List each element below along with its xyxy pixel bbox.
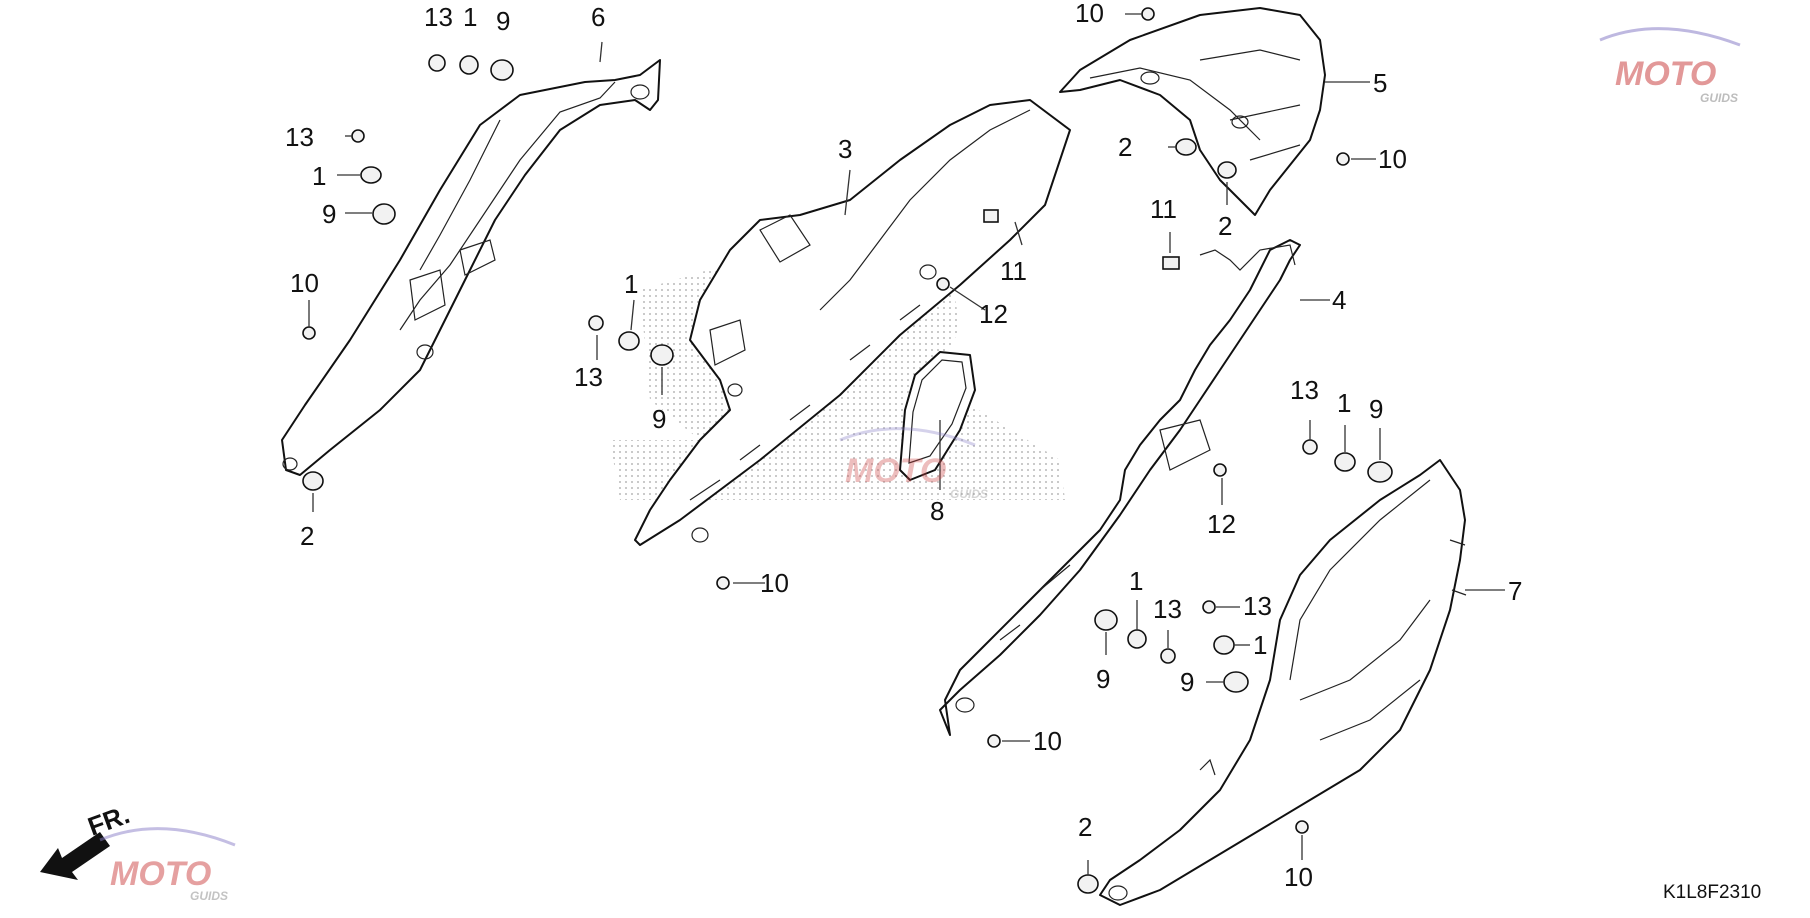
- callout-12: 12: [979, 299, 1008, 329]
- callout-10: 10: [1284, 862, 1313, 892]
- bolt-13f-icon: [1202, 600, 1216, 614]
- callout-11: 11: [1000, 256, 1027, 286]
- callout-2: 2: [1218, 211, 1232, 241]
- grommet-9a-icon: [490, 59, 514, 81]
- part-3-center-cover[interactable]: [634, 99, 1071, 546]
- callout-4: 4: [1332, 285, 1346, 315]
- screw-10b-icon: [716, 576, 730, 590]
- callout-7: 7: [1508, 576, 1522, 606]
- callout-9: 9: [652, 404, 666, 434]
- callout-13: 13: [1153, 594, 1182, 624]
- grommet-9c-icon: [650, 344, 674, 366]
- collar-1b-icon: [360, 166, 382, 184]
- callout-13: 13: [1243, 591, 1272, 621]
- part-8-seal[interactable]: [899, 351, 976, 481]
- callout-1: 1: [1337, 388, 1351, 418]
- screw-10a-icon: [302, 326, 316, 340]
- collar-1f-icon: [1213, 635, 1235, 655]
- callout-10: 10: [760, 568, 789, 598]
- callout-1: 1: [1253, 630, 1267, 660]
- callout-10: 10: [1033, 726, 1062, 756]
- svg-text:MOTO: MOTO: [110, 855, 211, 893]
- svg-text:MOTO: MOTO: [1615, 55, 1716, 93]
- svg-text:GUIDS: GUIDS: [1700, 91, 1738, 105]
- clip-2d-icon: [1077, 874, 1099, 894]
- callout-1: 1: [1129, 566, 1143, 596]
- callout-13: 13: [574, 362, 603, 392]
- grommet-9f-icon: [1223, 671, 1249, 693]
- watermark-bottom-left: MOTO GUIDS: [99, 827, 236, 903]
- part-4-right-inner-cover[interactable]: [939, 239, 1301, 736]
- clip-2b-icon: [1175, 138, 1197, 156]
- clip-2a-icon: [302, 471, 324, 491]
- callout-2: 2: [1078, 812, 1092, 842]
- nut-11b-icon: [1162, 256, 1180, 270]
- watermark-top-right: MOTO GUIDS: [1599, 27, 1741, 105]
- screw-10f-icon: [1295, 820, 1309, 834]
- callout-10: 10: [1075, 0, 1104, 28]
- collar-1c-icon: [618, 331, 640, 351]
- screw-10e-icon: [987, 734, 1001, 748]
- callout-2: 2: [300, 521, 314, 551]
- collar-1a-icon: [459, 55, 479, 75]
- grommet-9e-icon: [1094, 609, 1118, 631]
- callout-10: 10: [290, 268, 319, 298]
- screw-10c-icon: [1141, 7, 1155, 21]
- part-5-rear-upper-cover[interactable]: [1059, 7, 1326, 216]
- callout-3: 3: [838, 134, 852, 164]
- leader-lines: [308, 13, 1505, 875]
- screw-12a-icon: [936, 277, 950, 291]
- svg-text:GUIDS: GUIDS: [190, 889, 228, 903]
- front-arrow-icon: [40, 832, 110, 880]
- watermark-center: MOTO GUIDS: [839, 427, 988, 501]
- part-7-right-side-cover[interactable]: [1099, 459, 1467, 906]
- collar-1d-icon: [1334, 452, 1356, 472]
- nut-11a-icon: [983, 209, 999, 223]
- callout-labels: 13 1 9 6 13 1 9 10 2 3 1 13 9 12 11 8 10…: [285, 0, 1522, 892]
- part-6-left-side-cover[interactable]: [281, 59, 661, 476]
- callout-10: 10: [1378, 144, 1407, 174]
- grommet-9d-icon: [1367, 461, 1393, 483]
- svg-text:GUIDS: GUIDS: [950, 487, 988, 501]
- callout-12: 12: [1207, 509, 1236, 539]
- bolt-13e-icon: [1160, 648, 1176, 664]
- callout-5: 5: [1373, 68, 1387, 98]
- callout-8: 8: [930, 496, 944, 526]
- bolt-13b-icon: [351, 129, 365, 143]
- callout-1: 1: [463, 2, 477, 32]
- svg-text:MOTO: MOTO: [845, 452, 946, 490]
- callout-9: 9: [496, 6, 510, 36]
- bolt-13d-icon: [1302, 439, 1318, 455]
- callout-13: 13: [285, 122, 314, 152]
- collar-1e-icon: [1127, 629, 1147, 649]
- screw-12b-icon: [1213, 463, 1227, 477]
- callout-11: 11: [1150, 194, 1177, 224]
- callout-1: 1: [624, 269, 638, 299]
- screw-10d-icon: [1336, 152, 1350, 166]
- callout-1: 1: [312, 161, 326, 191]
- callout-9: 9: [1180, 667, 1194, 697]
- callout-6: 6: [591, 2, 605, 32]
- bolt-13c-icon: [588, 315, 604, 331]
- callout-2: 2: [1118, 132, 1132, 162]
- grommet-9b-icon: [372, 203, 396, 225]
- diagram-code: K1L8F2310: [1663, 882, 1761, 903]
- callout-9: 9: [1369, 394, 1383, 424]
- callout-9: 9: [1096, 664, 1110, 694]
- callout-13: 13: [1290, 375, 1319, 405]
- callout-13: 13: [424, 2, 453, 32]
- callout-9: 9: [322, 199, 336, 229]
- clip-2c-icon: [1217, 161, 1237, 179]
- bolt-13a-icon: [428, 54, 446, 72]
